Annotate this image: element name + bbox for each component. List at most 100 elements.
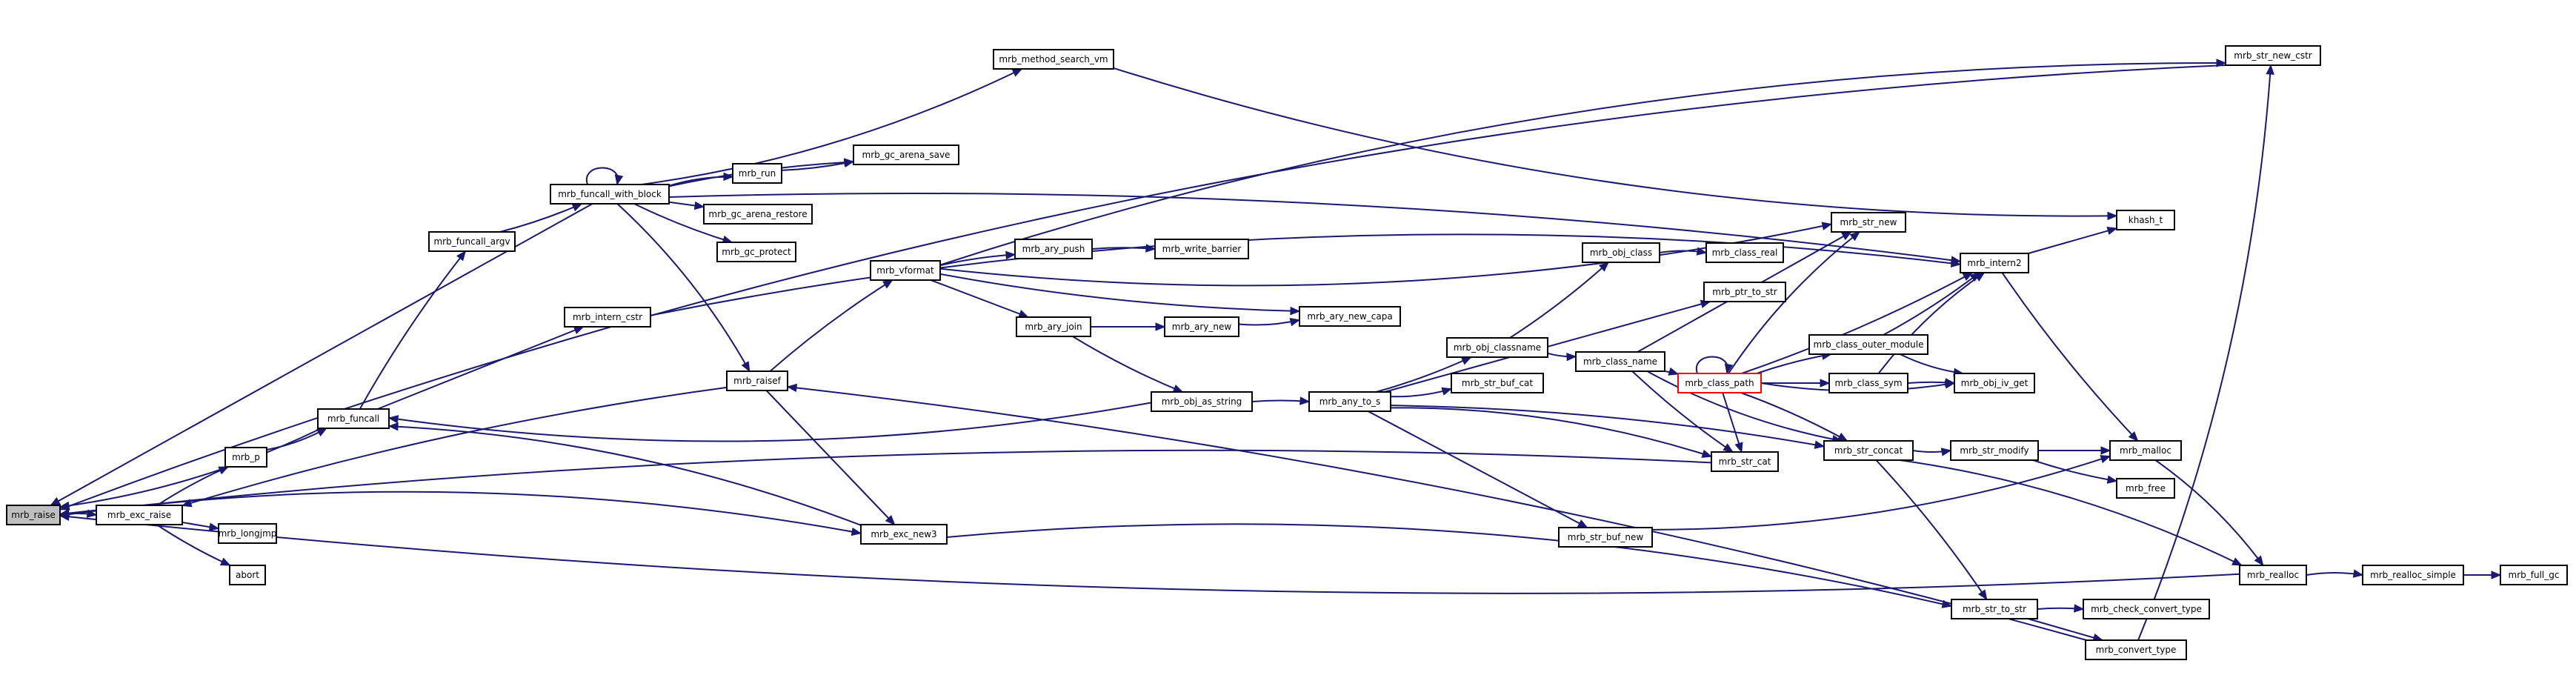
node-mrb-funcall-with-block[interactable]: mrb_funcall_with_block [550, 184, 670, 205]
node-mrb-write-barrier[interactable]: mrb_write_barrier [1154, 239, 1249, 259]
node-label: abort [236, 570, 259, 580]
edge-mrb-str-to-str-to-mrb-check-convert-type [2037, 604, 2085, 613]
node-mrb-realloc-simple[interactable]: mrb_realloc_simple [2362, 565, 2464, 585]
node-mrb-free[interactable]: mrb_free [2116, 478, 2175, 499]
node-mrb-run[interactable]: mrb_run [732, 163, 782, 184]
node-mrb-ary-join[interactable]: mrb_ary_join [1016, 316, 1091, 337]
node-mrb-str-buf-cat[interactable]: mrb_str_buf_cat [1451, 373, 1544, 393]
edge-mrb-exc-new3-to-mrb-funcall [387, 422, 862, 526]
node-label: khash_t [2129, 215, 2163, 225]
node-mrb-convert-type[interactable]: mrb_convert_type [2085, 639, 2187, 660]
edge-mrb-class-path-to-mrb-class-sym [1761, 379, 1831, 388]
edge-mrb-ary-join-to-mrb-ary-new [1091, 322, 1166, 331]
node-mrb-intern2[interactable]: mrb_intern2 [1960, 253, 2029, 273]
edge-mrb-str-concat-to-mrb-realloc [1900, 459, 2243, 566]
node-mrb-str-concat[interactable]: mrb_str_concat [1823, 440, 1914, 461]
node-mrb-raisef[interactable]: mrb_raisef [726, 370, 788, 391]
node-mrb-str-new[interactable]: mrb_str_new [1831, 212, 1906, 233]
node-mrb-obj-classname[interactable]: mrb_obj_classname [1446, 337, 1548, 358]
node-mrb-class-name[interactable]: mrb_class_name [1575, 351, 1665, 372]
node-abort[interactable]: abort [229, 565, 266, 585]
node-label: mrb_run [739, 168, 776, 179]
node-label: mrb_write_barrier [1162, 244, 1242, 254]
node-label: mrb_convert_type [2096, 645, 2177, 655]
node-mrb-exc-raise[interactable]: mrb_exc_raise [96, 505, 183, 525]
node-mrb-class-real[interactable]: mrb_class_real [1705, 242, 1784, 263]
node-label: mrb_str_modify [1960, 445, 2028, 456]
node-mrb-exc-new3[interactable]: mrb_exc_new3 [860, 524, 948, 545]
node-mrb-p[interactable]: mrb_p [224, 447, 267, 468]
node-label: mrb_str_new [1840, 217, 1897, 227]
edge-mrb-ary-new-to-mrb-ary-new-capa [1238, 317, 1301, 327]
edge-mrb-exc-raise-to-abort [156, 524, 231, 566]
node-label: mrb_realloc [2247, 570, 2299, 580]
node-mrb-malloc[interactable]: mrb_malloc [2109, 440, 2182, 461]
node-mrb-method-search-vm[interactable]: mrb_method_search_vm [993, 49, 1114, 70]
node-mrb-class-path[interactable]: mrb_class_path [1677, 373, 1762, 393]
node-mrb-class-sym[interactable]: mrb_class_sym [1828, 373, 1908, 393]
node-label: mrb_intern2 [1967, 258, 2021, 268]
node-label: mrb_malloc [2120, 445, 2171, 456]
node-mrb-str-cat[interactable]: mrb_str_cat [1711, 451, 1779, 472]
node-mrb-funcall[interactable]: mrb_funcall [317, 408, 390, 429]
node-label: mrb_obj_class [1590, 247, 1652, 258]
node-mrb-ary-new[interactable]: mrb_ary_new [1164, 316, 1239, 337]
node-mrb-vformat[interactable]: mrb_vformat [870, 260, 941, 281]
edge-mrb-str-cat-to-mrb-raise [59, 449, 1712, 518]
node-mrb-check-convert-type[interactable]: mrb_check_convert_type [2083, 599, 2210, 619]
node-mrb-intern-cstr[interactable]: mrb_intern_cstr [564, 307, 651, 328]
node-mrb-realloc[interactable]: mrb_realloc [2239, 565, 2307, 585]
edge-mrb-class-outer-module-to-mrb-intern2 [1883, 272, 1980, 336]
node-label: mrb_str_new_cstr [2234, 50, 2312, 61]
node-mrb-obj-as-string[interactable]: mrb_obj_as_string [1151, 391, 1253, 412]
node-label: mrb_longjmp [219, 528, 277, 539]
edge-mrb-ary-push-to-mrb-write-barrier [1091, 244, 1156, 253]
node-label: mrb_full_gc [2509, 570, 2560, 580]
edge-mrb-str-concat-to-mrb-str-to-str [1875, 459, 1988, 601]
node-mrb-gc-arena-save[interactable]: mrb_gc_arena_save [853, 144, 959, 165]
node-label: mrb_str_buf_new [1568, 532, 1644, 542]
node-mrb-str-to-str[interactable]: mrb_str_to_str [1951, 599, 2038, 619]
edge-mrb-funcall-with-block-to-mrb-funcall-with-block [585, 167, 624, 186]
node-label: mrb_p [232, 452, 260, 462]
node-mrb-str-buf-new[interactable]: mrb_str_buf_new [1558, 527, 1653, 548]
node-mrb-funcall-argv[interactable]: mrb_funcall_argv [428, 231, 516, 252]
node-label: mrb_ptr_to_str [1712, 287, 1777, 297]
edge-mrb-class-name-to-mrb-str-cat [1631, 370, 1734, 453]
node-mrb-obj-class[interactable]: mrb_obj_class [1582, 242, 1660, 263]
node-label: mrb_intern_cstr [573, 312, 642, 322]
node-mrb-full-gc[interactable]: mrb_full_gc [2500, 565, 2568, 585]
edge-mrb-class-path-to-mrb-class-outer-module [1756, 351, 1833, 374]
node-mrb-ary-push[interactable]: mrb_ary_push [1014, 239, 1093, 259]
edge-mrb-funcall-to-mrb-intern-cstr [377, 326, 585, 410]
node-label: mrb_ary_new [1172, 322, 1232, 332]
edge-mrb-any-to-s-to-mrb-str-cat [1390, 407, 1713, 458]
edge-mrb-convert-type-to-mrb-raisef [786, 383, 2087, 641]
node-mrb-ptr-to-str[interactable]: mrb_ptr_to_str [1703, 282, 1786, 302]
node-mrb-gc-arena-restore[interactable]: mrb_gc_arena_restore [703, 204, 813, 225]
node-mrb-raise[interactable]: mrb_raise [6, 505, 61, 525]
edge-mrb-any-to-s-to-mrb-str-buf-cat [1390, 387, 1453, 398]
node-label: mrb_ary_push [1022, 244, 1085, 254]
edge-mrb-str-new-cstr-to-mrb-raise [59, 64, 2226, 511]
node-label: mrb_check_convert_type [2091, 604, 2202, 614]
node-mrb-gc-protect[interactable]: mrb_gc_protect [716, 242, 796, 262]
node-label: mrb_gc_arena_restore [708, 209, 807, 219]
node-khash-t[interactable]: khash_t [2116, 210, 2175, 230]
node-mrb-obj-iv-get[interactable]: mrb_obj_iv_get [1954, 373, 2035, 393]
node-mrb-any-to-s[interactable]: mrb_any_to_s [1308, 391, 1391, 412]
node-mrb-ary-new-capa[interactable]: mrb_ary_new_capa [1299, 306, 1401, 327]
edge-mrb-exc-raise-to-mrb-longjmp [182, 521, 220, 531]
edge-mrb-vformat-to-mrb-str-new [939, 222, 1833, 287]
node-mrb-str-new-cstr[interactable]: mrb_str_new_cstr [2225, 45, 2321, 66]
edge-mrb-vformat-to-mrb-ary-new-capa [939, 273, 1301, 316]
call-edges [50, 59, 2502, 642]
edge-mrb-obj-as-string-to-mrb-funcall [387, 402, 1152, 442]
node-mrb-str-modify[interactable]: mrb_str_modify [1950, 440, 2039, 461]
node-mrb-class-outer-module[interactable]: mrb_class_outer_module [1808, 334, 1928, 355]
edge-mrb-ary-join-to-mrb-obj-as-string [1072, 336, 1184, 393]
edge-mrb-raise-to-mrb-exc-new3 [59, 491, 862, 536]
edge-mrb-intern2-to-khash-t [2028, 226, 2118, 254]
node-mrb-longjmp[interactable]: mrb_longjmp [218, 523, 277, 544]
